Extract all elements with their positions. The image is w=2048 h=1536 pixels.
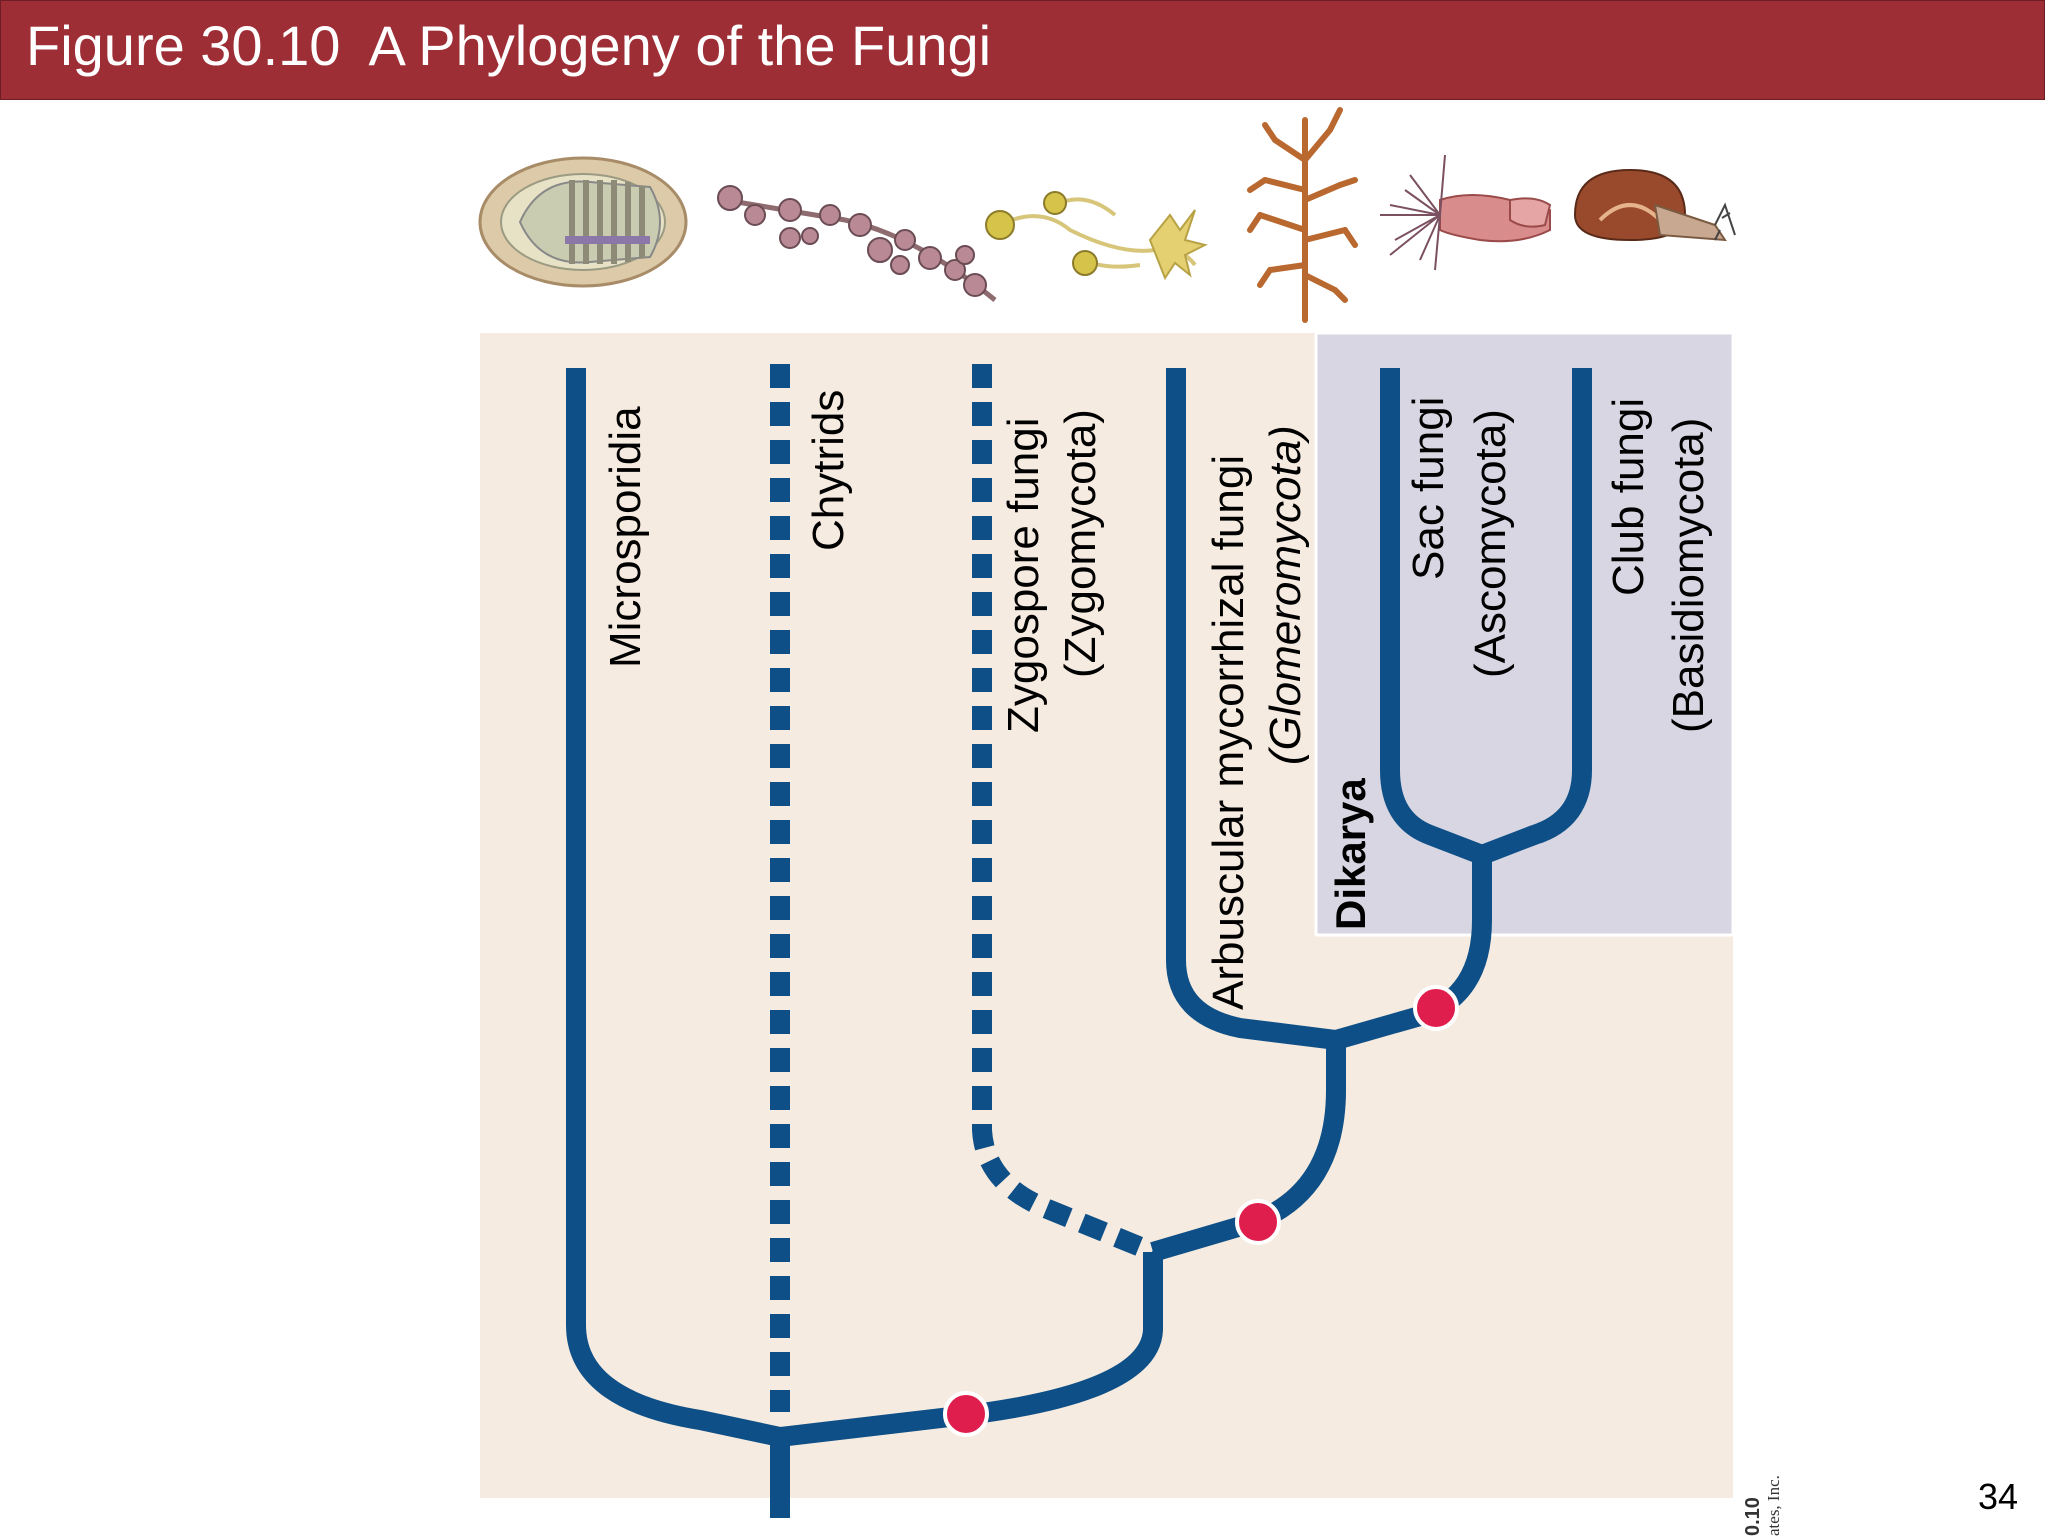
taxon-label: Club fungi	[1604, 398, 1653, 596]
taxon-sublabel: (Ascomycota)	[1466, 409, 1515, 678]
taxon-label: Zygospore fungi	[999, 417, 1048, 733]
title-bar: Figure 30.10 A Phylogeny of the Fungi	[0, 0, 2045, 100]
branch-zygomycota	[972, 364, 1157, 1262]
glomeromycete-arbuscule-icon	[1247, 107, 1358, 323]
slide-number: 34	[1977, 1476, 2018, 1517]
credit-figure-number: 0.10	[1742, 1497, 1764, 1536]
credit-publisher: ates, Inc.	[1764, 1475, 1783, 1536]
clade-label-dikarya: Dikarya	[1327, 778, 1374, 930]
branch-arbuscular	[1166, 368, 1338, 1050]
taxon-label: Arbuscular mycorrhizal fungi	[1204, 455, 1253, 1010]
node-marker	[1235, 1199, 1281, 1245]
branch-club-fungi	[1478, 368, 1592, 865]
node-marker	[943, 1391, 989, 1437]
taxon-label: Sac fungi	[1404, 397, 1453, 580]
ascomycete-cup-icon	[1380, 154, 1552, 271]
slide-title: Figure 30.10 A Phylogeny of the Fungi	[26, 14, 992, 77]
zygomycete-hyphae-icon	[985, 191, 1208, 281]
taxon-label: Microsporidia	[601, 406, 650, 668]
chytrid-sporangia-icon	[717, 185, 997, 302]
branch-microsporidia	[566, 368, 783, 1447]
taxon-sublabel: (Zygomycota)	[1056, 409, 1105, 678]
figure-credit: 0.10 ates, Inc.	[1740, 1470, 1800, 1536]
basidiomycete-mushroom-icon	[1573, 168, 1736, 242]
microsporidian-spore-icon	[478, 156, 688, 288]
taxon-label: Chytrids	[804, 390, 853, 551]
branch-sac-fungi	[1380, 368, 1486, 865]
node-marker	[1413, 985, 1459, 1031]
taxon-sublabel: (Basidiomycota)	[1664, 418, 1713, 733]
taxon-sublabel: (Glomeromycota)	[1261, 425, 1310, 765]
